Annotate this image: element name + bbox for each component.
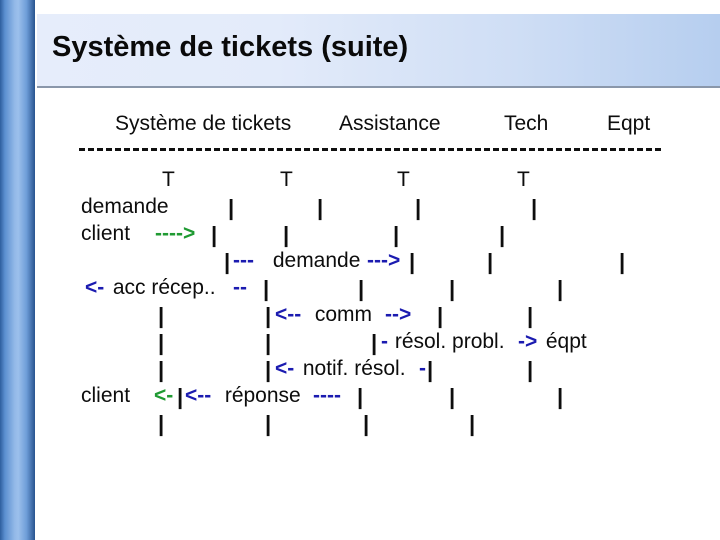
diagram-separator-row xyxy=(37,142,720,169)
lifeline-bar: | xyxy=(158,330,165,355)
lifeline-bar: | xyxy=(527,357,534,382)
slide-title-band xyxy=(37,14,720,88)
row-comm-seg-4: --> xyxy=(385,303,412,326)
row-resol-probl-seg-6: éqpt xyxy=(540,330,587,353)
lifeline-bar: | xyxy=(177,384,184,409)
row-reponse: client <-|<-- réponse ----||| xyxy=(37,384,720,411)
lifeline-bar: | xyxy=(265,330,272,355)
slide-title: Système de tickets (suite) xyxy=(52,31,409,63)
row-lifeline-heads-seg-2: T xyxy=(397,168,410,191)
row-acc-recep: <- acc récep.. -- | | | | xyxy=(37,276,720,303)
row-lifeline-heads-seg-0: T xyxy=(162,168,175,191)
row-client-demande-seg-1: ----> xyxy=(155,222,196,245)
lifeline-bar: | xyxy=(531,195,538,220)
lifeline-bar: | xyxy=(557,384,564,409)
lifeline-bar: | xyxy=(371,330,378,355)
diagram-column-headers: Système de tickets Assistance Tech Eqpt xyxy=(37,112,720,139)
row-client-demande-seg-0: client xyxy=(81,222,131,245)
row-resol-probl-seg-4: résol. probl. xyxy=(389,330,511,353)
row-acc-recep-seg-2: -- xyxy=(233,276,247,299)
lifeline-bar: | xyxy=(487,249,494,274)
lifeline-bar: | xyxy=(415,195,422,220)
row-reponse-seg-4: réponse xyxy=(219,384,307,407)
column-header-eqpt: Eqpt xyxy=(607,112,651,135)
lifeline-bar: | xyxy=(357,384,364,409)
row-comm: ||<-- comm -->|| xyxy=(37,303,720,330)
diagram-separator-rule xyxy=(79,148,661,151)
lifeline-bar: | xyxy=(619,249,626,274)
lifeline-bar: | xyxy=(158,303,165,328)
row-demande: demande | | | | xyxy=(37,195,720,222)
lifeline-bar: | xyxy=(265,411,272,436)
lifeline-bar: | xyxy=(224,249,231,274)
row-acc-recep-seg-1: acc récep.. xyxy=(107,276,222,299)
ascii-sequence-diagram: Système de tickets Assistance Tech Eqpt … xyxy=(37,90,720,540)
lifeline-bar: | xyxy=(211,222,218,247)
lifeline-bar: | xyxy=(449,276,456,301)
row-client-demande: client ----> | | | | xyxy=(37,222,720,249)
lifeline-bar: | xyxy=(283,222,290,247)
row-demande-forward-seg-2: demande xyxy=(267,249,367,272)
lifeline-bar: | xyxy=(499,222,506,247)
lifeline-bar: | xyxy=(469,411,476,436)
row-demande-seg-0: demande xyxy=(81,195,169,218)
row-reponse-seg-3: <-- xyxy=(185,384,212,407)
row-comm-seg-2: <-- xyxy=(275,303,302,326)
lifeline-bar: | xyxy=(557,276,564,301)
row-lifeline-heads-seg-1: T xyxy=(280,168,293,191)
lifeline-bar: | xyxy=(158,357,165,382)
row-lifeline-tails: | | | | xyxy=(37,411,720,438)
row-notif-resol: ||<- notif. résol. -|| xyxy=(37,357,720,384)
row-resol-probl-seg-5: -> xyxy=(518,330,538,353)
row-notif-resol-seg-4: - xyxy=(419,357,426,380)
lifeline-bar: | xyxy=(427,357,434,382)
lifeline-bar: | xyxy=(265,357,272,382)
row-resol-probl-seg-3: - xyxy=(381,330,388,353)
row-demande-forward-seg-1: --- xyxy=(233,249,254,272)
row-reponse-seg-0: client xyxy=(81,384,136,407)
row-notif-resol-seg-2: <- xyxy=(275,357,295,380)
row-notif-resol-seg-3: notif. résol. xyxy=(297,357,412,380)
row-comm-seg-3: comm xyxy=(309,303,378,326)
slide-left-accent-edge xyxy=(35,0,37,540)
lifeline-bar: | xyxy=(449,384,456,409)
slide-left-accent-strip xyxy=(0,0,35,540)
row-demande-forward-seg-3: ---> xyxy=(367,249,401,272)
lifeline-bar: | xyxy=(317,195,324,220)
lifeline-bar: | xyxy=(228,195,235,220)
lifeline-bar: | xyxy=(437,303,444,328)
lifeline-bar: | xyxy=(409,249,416,274)
row-demande-forward: |--- demande --->||| xyxy=(37,249,720,276)
column-header-systeme-de-tickets: Système de tickets xyxy=(115,112,292,135)
lifeline-bar: | xyxy=(363,411,370,436)
lifeline-bar: | xyxy=(265,303,272,328)
lifeline-bar: | xyxy=(527,303,534,328)
row-resol-probl: |||- résol. probl. -> éqpt xyxy=(37,330,720,357)
column-header-tech: Tech xyxy=(504,112,549,135)
lifeline-bar: | xyxy=(158,411,165,436)
row-acc-recep-seg-0: <- xyxy=(85,276,105,299)
row-lifeline-heads-seg-3: T xyxy=(517,168,530,191)
lifeline-bar: | xyxy=(393,222,400,247)
lifeline-bar: | xyxy=(263,276,270,301)
lifeline-bar: | xyxy=(358,276,365,301)
row-reponse-seg-1: <- xyxy=(154,384,174,407)
column-header-assistance: Assistance xyxy=(339,112,441,135)
row-reponse-seg-5: ---- xyxy=(313,384,341,407)
